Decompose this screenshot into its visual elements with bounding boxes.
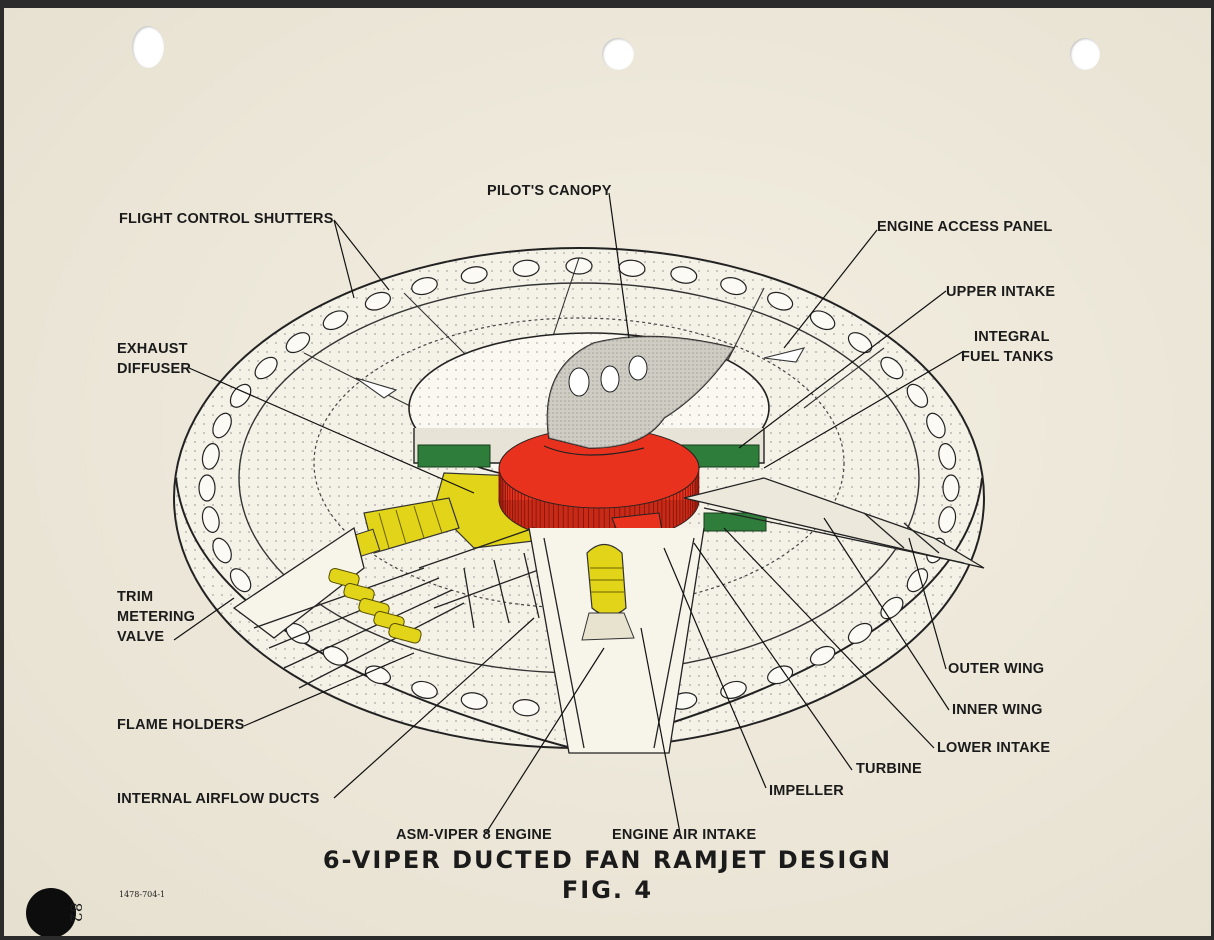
label-metering: METERING (117, 609, 196, 625)
punch-hole-right (1070, 38, 1100, 70)
shutter-vent (938, 443, 957, 470)
leader-line (173, 597, 235, 641)
leader-line (823, 517, 950, 711)
label-flame-holders: FLAME HOLDERS (117, 717, 245, 733)
label-upper-intake: UPPER INTAKE (946, 284, 1056, 300)
leader-line (333, 617, 535, 799)
shutter-vent (285, 332, 311, 354)
document-page: PILOT'S CANOPY FLIGHT CONTROL SHUTTERS E… (4, 8, 1211, 936)
panel-lines (303, 257, 885, 409)
shutter-vent (880, 356, 904, 380)
page-number: 82 (66, 902, 86, 923)
trim-metering-burners (328, 567, 422, 644)
fuel-tanks (417, 444, 767, 532)
shutter-vent (212, 537, 232, 564)
label-engine-air-intake: ENGINE AIR INTAKE (612, 827, 757, 843)
shutter-vent (847, 332, 873, 354)
label-outer-wing: OUTER WING (948, 661, 1045, 677)
label-valve: VALVE (117, 629, 165, 645)
shutter-vent (201, 443, 220, 470)
shutter-vent (201, 506, 220, 533)
leader-line (783, 229, 878, 349)
leader-line (738, 290, 947, 449)
label-flight-control-shutters: FLIGHT CONTROL SHUTTERS (119, 211, 334, 227)
label-fuel-tanks: FUEL TANKS (961, 349, 1054, 365)
shutter-vent (767, 291, 794, 311)
shutter-vent (847, 622, 873, 644)
label-diffuser: DIFFUSER (117, 361, 192, 377)
label-integral: INTEGRAL (974, 329, 1050, 345)
viper-engine (581, 543, 635, 641)
leader-lines (173, 192, 965, 834)
label-trim: TRIM (117, 589, 154, 605)
shutter-vent (254, 356, 278, 380)
label-impeller: IMPELLER (769, 783, 844, 799)
shutter-vent (720, 277, 747, 296)
ink-blot (26, 888, 76, 936)
leader-line (693, 542, 853, 771)
leader-line (333, 219, 355, 299)
label-inner-wing: INNER WING (952, 702, 1043, 718)
shutter-vent (322, 310, 349, 331)
label-internal-airflow-ducts: INTERNAL AIRFLOW DUCTS (117, 791, 320, 807)
label-turbine: TURBINE (856, 761, 922, 777)
leader-line (333, 219, 390, 291)
shutter-vent (198, 474, 216, 502)
label-engine-access-panel: ENGINE ACCESS PANEL (877, 219, 1053, 235)
shutter-vent (212, 412, 232, 439)
leader-line (763, 350, 965, 469)
leader-line (188, 367, 475, 494)
shutter-vent (229, 568, 252, 593)
label-exhaust: EXHAUST (117, 341, 188, 357)
shutter-vent (720, 680, 747, 699)
shutter-vent (229, 383, 252, 408)
shutter-vent (670, 266, 698, 284)
shutter-vent (512, 259, 540, 277)
shutter-vent (809, 645, 836, 666)
document-number: 1478-704-1 (119, 890, 166, 899)
punch-hole-center (602, 38, 634, 70)
punch-hole-left (132, 26, 164, 68)
figure-title: 6-VIPER DUCTED FAN RAMJET DESIGN (322, 846, 893, 874)
leader-line (608, 192, 630, 339)
figure-number: FIG. 4 (561, 876, 654, 904)
shutter-vent (565, 257, 593, 275)
shutter-vent (942, 474, 960, 502)
shutter-vent (938, 506, 957, 533)
leader-line (723, 527, 935, 749)
shutter-vent (906, 383, 929, 408)
leader-line (485, 647, 605, 834)
shutter-vent (512, 699, 540, 717)
leader-line (908, 537, 947, 670)
shutter-vent (460, 266, 488, 284)
leader-line (663, 547, 767, 789)
pilot-canopy (543, 335, 736, 456)
shutter-vent (411, 277, 438, 296)
shutter-vent (460, 692, 488, 710)
cutaway-diagram (173, 192, 985, 834)
shutter-vent (767, 665, 794, 685)
shutter-vent (411, 680, 438, 699)
shutter-vent (926, 412, 946, 439)
label-pilots-canopy: PILOT'S CANOPY (487, 183, 612, 199)
label-asm-viper-engine: ASM-VIPER 8 ENGINE (396, 827, 552, 843)
leader-line (243, 652, 415, 727)
shutter-vent (364, 291, 391, 311)
leader-line (640, 627, 681, 834)
label-lower-intake: LOWER INTAKE (937, 740, 1051, 756)
